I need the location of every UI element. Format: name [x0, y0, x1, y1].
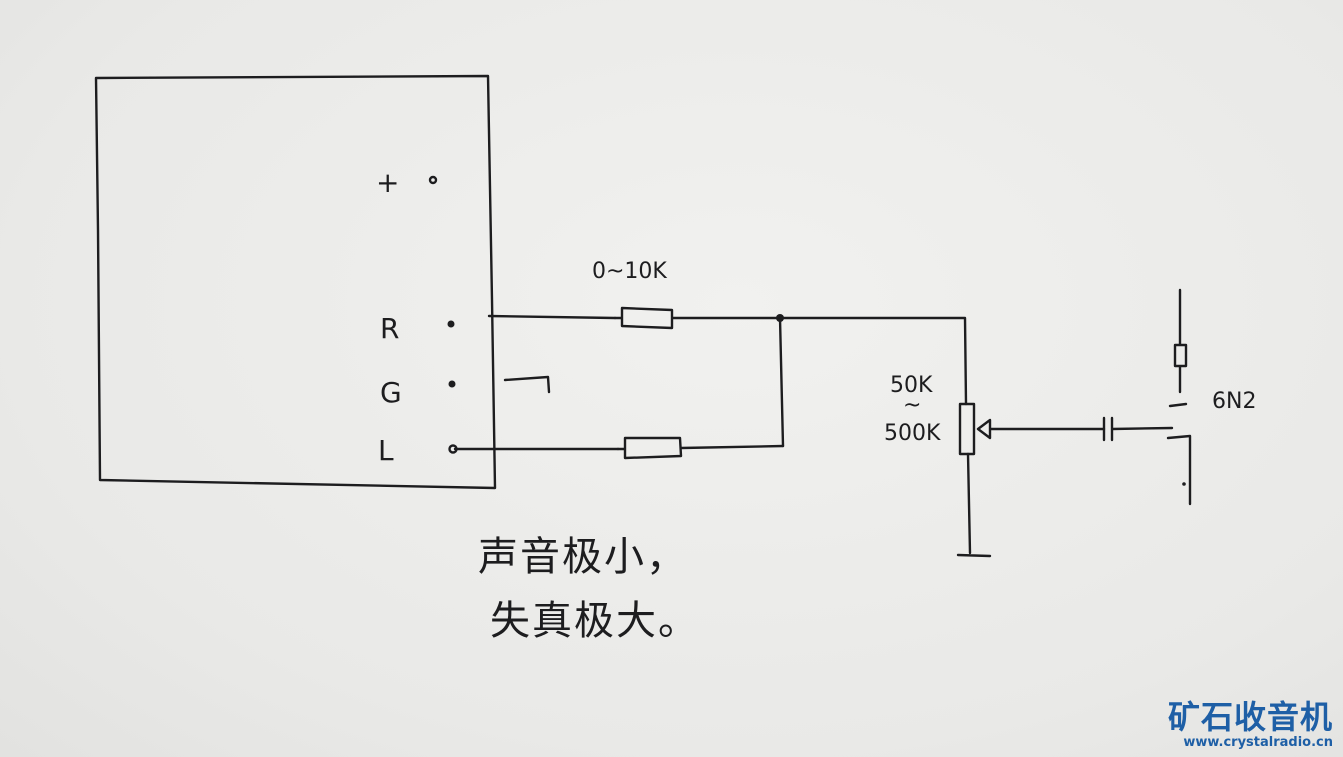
wire-junction-vertical	[778, 316, 785, 448]
terminal-g-label: G	[380, 376, 402, 409]
pot-value-high-label: 500K	[884, 421, 941, 446]
tube-cathode	[1166, 434, 1192, 506]
terminal-g-dot	[448, 380, 456, 388]
watermark-url: www.crystalradio.cn	[1183, 735, 1333, 750]
coupling-capacitor	[1102, 416, 1174, 442]
pot-value-low-label: 50K	[890, 373, 933, 398]
terminal-plus-label: +	[376, 166, 399, 199]
potentiometer-wiper	[976, 418, 1106, 440]
terminal-r-label: R	[380, 312, 399, 345]
note-line-2: 失真极大。	[490, 598, 700, 644]
tube-plate-wire	[1168, 288, 1188, 408]
terminal-r-dot	[447, 320, 455, 328]
wire-to-pot	[778, 316, 968, 406]
pot-tilde-label: ~	[903, 393, 921, 418]
wire-g-stub	[503, 375, 551, 394]
module-block	[94, 74, 497, 490]
terminal-plus-dot	[428, 175, 438, 185]
tube-label: 6N2	[1212, 389, 1256, 414]
terminal-l-label: L	[378, 434, 394, 467]
wire-r	[487, 314, 617, 320]
watermark: 矿石收音机 www.crystalradio.cn	[1168, 699, 1333, 751]
tube-dot	[1182, 482, 1186, 486]
potentiometer	[958, 402, 976, 456]
note-line-1: 声音极小，	[478, 534, 688, 580]
resistor-value-label: 0~10K	[592, 259, 667, 284]
watermark-logo: 矿石收音机	[1167, 698, 1333, 736]
resistor-top	[613, 306, 781, 330]
resistor-bottom	[616, 436, 785, 460]
wire-pot-ground	[956, 452, 992, 558]
